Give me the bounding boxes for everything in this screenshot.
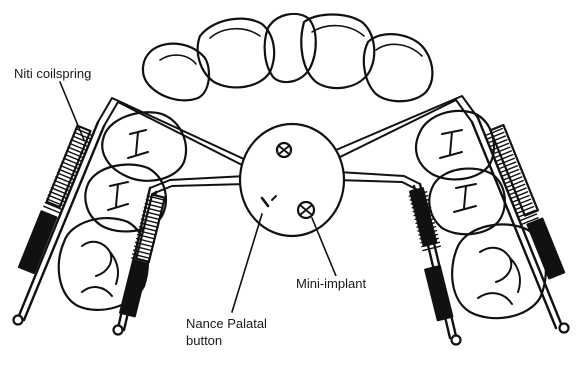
leader-coil [60,82,84,140]
leader-mini-implant [312,218,336,276]
nance-palatal-button [240,124,344,236]
leader-nance [232,214,262,312]
tooth-left-premolar-1 [102,112,186,181]
tooth-left-canine [143,44,209,101]
label-mini-implant: Mini-implant [296,276,366,291]
label-nance-button: button [186,333,222,348]
label-niti-coilspring: Niti coilspring [14,66,91,81]
left-outer-coil-assembly [14,122,105,325]
anterior-teeth [143,14,432,101]
label-nance-palatal: Nance Palatal [186,316,267,331]
